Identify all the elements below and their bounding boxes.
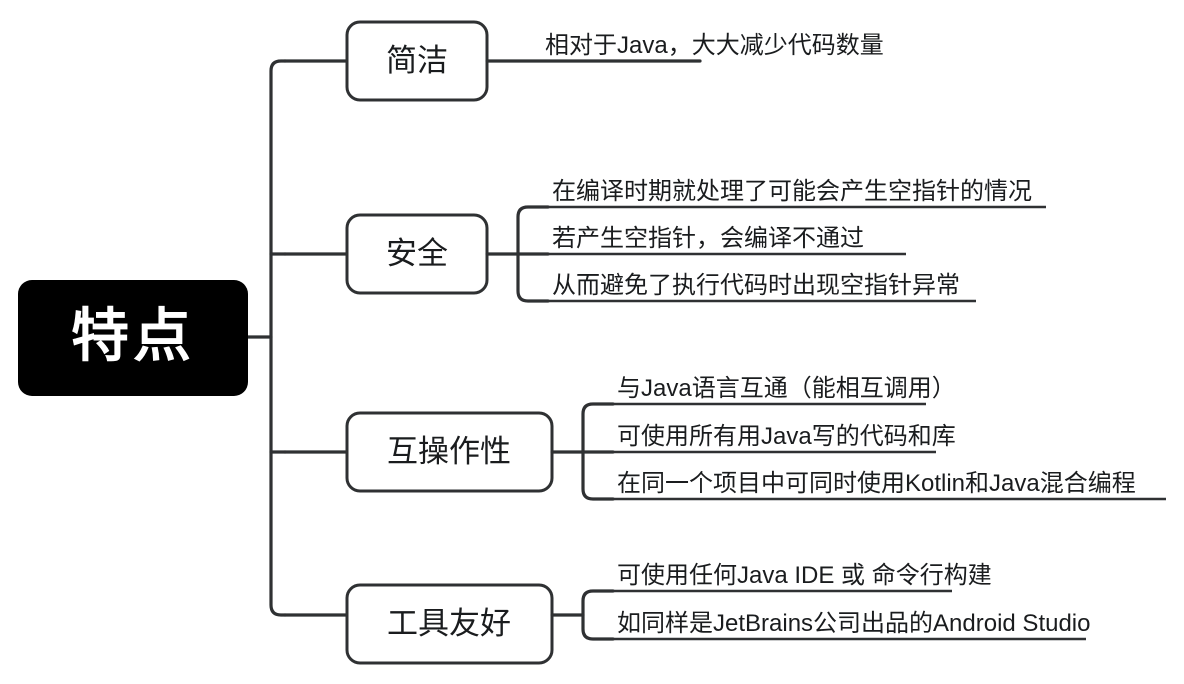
- root-trunk-connectors: [246, 59, 349, 617]
- leaf-text: 如同样是JetBrains公司出品的Android Studio: [617, 610, 1090, 637]
- branch-node-1[interactable]: 简洁: [345, 20, 489, 102]
- branch-3-label: 互操作性: [387, 434, 511, 469]
- branch-2-leaves: 在编译时期就处理了可能会产生空指针的情况 若产生空指针，会编译不通过 从而避免了…: [552, 178, 1032, 299]
- branch-node-2[interactable]: 安全: [345, 213, 489, 295]
- leaf-text: 可使用所有用Java写的代码和库: [617, 423, 956, 450]
- branch-node-3[interactable]: 互操作性: [345, 411, 554, 493]
- root-node[interactable]: 特点: [18, 280, 248, 396]
- leaf-text: 可使用任何Java IDE 或 命令行构建: [617, 562, 992, 589]
- branch-node-4[interactable]: 工具友好: [345, 583, 554, 665]
- branch-4-subtrunk: [581, 589, 615, 641]
- leaf-text: 相对于Java，大大减少代码数量: [545, 32, 884, 59]
- leaf-text: 在同一个项目中可同时使用Kotlin和Java混合编程: [617, 470, 1136, 497]
- branch-1-label: 简洁: [386, 43, 448, 78]
- branch-4-label: 工具友好: [387, 606, 511, 641]
- leaf-text: 若产生空指针，会编译不通过: [552, 225, 864, 252]
- leaf-text: 与Java语言互通（能相互调用）: [617, 375, 956, 402]
- root-node-box[interactable]: [18, 280, 248, 396]
- branch-2-leaf-connectors: [485, 205, 1046, 303]
- branch-1-leaves: 相对于Java，大大减少代码数量: [545, 32, 884, 59]
- branch-4-box[interactable]: [345, 583, 554, 665]
- leaf-text: 从而避免了执行代码时出现空指针异常: [552, 272, 960, 299]
- branch-3-leaf-connectors: [550, 402, 1166, 501]
- branch-2-label: 安全: [386, 236, 448, 271]
- trunk-spine: [269, 59, 287, 617]
- branch-3-leaves: 与Java语言互通（能相互调用） 可使用所有用Java写的代码和库 在同一个项目…: [617, 375, 1136, 497]
- branch-4-leaves: 可使用任何Java IDE 或 命令行构建 如同样是JetBrains公司出品的…: [617, 562, 1090, 637]
- leaf-text: 在编译时期就处理了可能会产生空指针的情况: [552, 178, 1032, 205]
- branch-4-leaf-connectors: [550, 589, 1086, 641]
- root-node-label: 特点: [71, 303, 195, 368]
